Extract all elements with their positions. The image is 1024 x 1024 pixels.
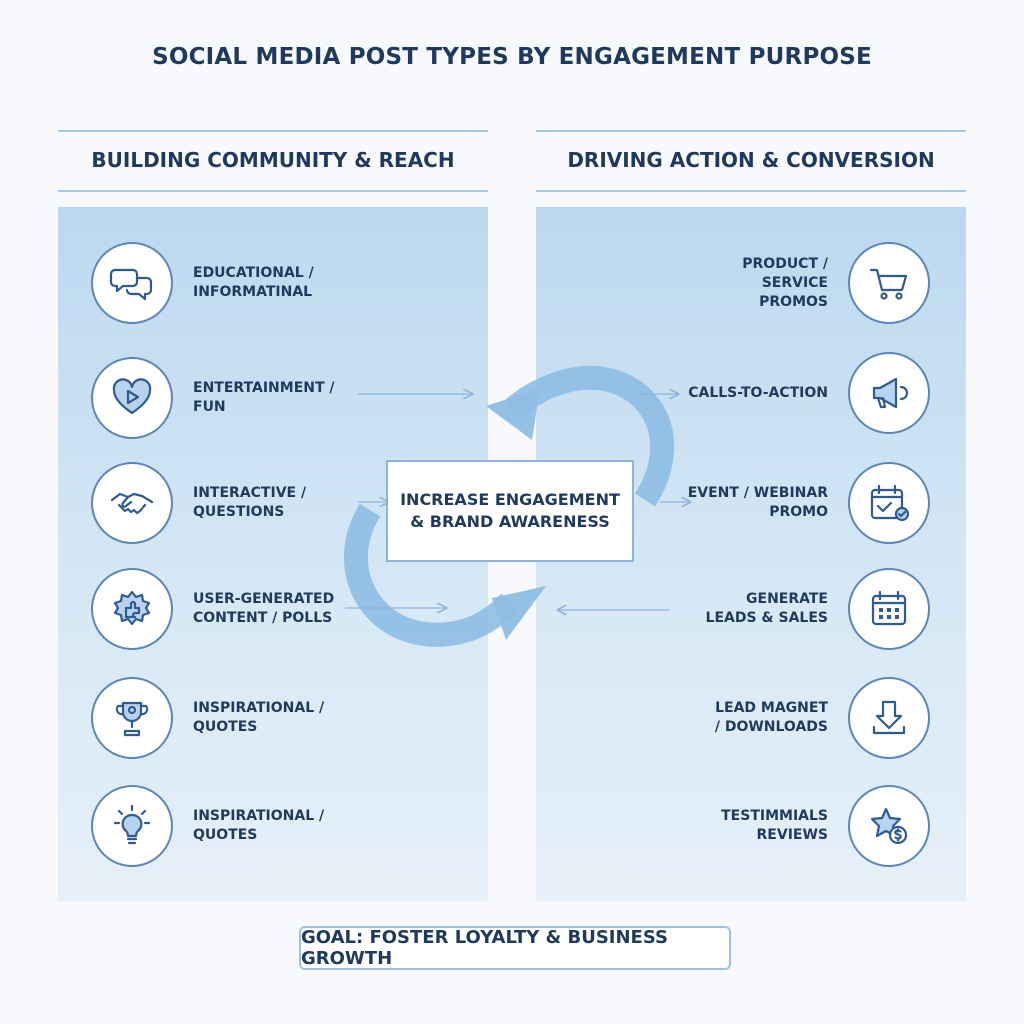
item-label-line2: PROMOS: [759, 293, 828, 310]
right-item-product-promos: PRODUCT / SERVICE PROMOS: [678, 242, 930, 324]
lightbulb-icon: [91, 785, 173, 867]
item-label-line1: EVENT / WEBINAR: [687, 485, 828, 501]
calendar-grid-icon: [848, 568, 930, 650]
right-item-lead-magnet: LEAD MAGNET / DOWNLOADS: [678, 677, 930, 759]
item-label-line1: EDUCATIONAL /: [193, 265, 314, 281]
right-item-generate-leads: GENERATE LEADS & SALES: [678, 568, 930, 650]
center-line1: INCREASE ENGAGEMENT: [400, 490, 620, 509]
left-item-interactive: INTERACTIVE / QUESTIONS: [91, 462, 343, 544]
center-goal-box: INCREASE ENGAGEMENT & BRAND AWARENESS: [386, 460, 634, 562]
shopping-cart-icon: [848, 242, 930, 324]
item-label-line1: PRODUCT / SERVICE: [742, 255, 828, 291]
left-header-bottom-rule: [58, 190, 488, 192]
puzzle-badge-icon: [91, 568, 173, 650]
item-label-line2: QUOTES: [193, 827, 258, 843]
right-header-top-rule: [536, 130, 966, 132]
item-label-line1: TESTIMMIALS: [721, 808, 828, 824]
item-label-line2: LEADS & SALES: [705, 610, 828, 626]
left-item-inspirational-1: INSPIRATIONAL / QUOTES: [91, 677, 343, 759]
handshake-icon: [91, 462, 173, 544]
right-item-event-webinar: EVENT / WEBINAR PROMO: [678, 462, 930, 544]
item-label-line1: ENTERTAINMENT /: [193, 380, 335, 396]
right-column-heading: DRIVING ACTION & CONVERSION: [567, 148, 935, 172]
trophy-icon: [91, 677, 173, 759]
item-label-line2: / DOWNLOADS: [714, 719, 828, 735]
item-label-line2: PROMO: [769, 504, 828, 520]
cycle-arrowhead-bottom: [492, 586, 546, 640]
item-label-line2: QUESTIONS: [193, 504, 285, 520]
right-item-calls-to-action: CALLS-TO-ACTION: [678, 352, 930, 434]
cycle-arrowhead-top: [486, 388, 540, 440]
item-label-line1: LEAD MAGNET: [715, 700, 828, 716]
diagram-title: SOCIAL MEDIA POST TYPES BY ENGAGEMENT PU…: [152, 44, 872, 70]
left-header-top-rule: [58, 130, 488, 132]
speech-bubbles-icon: [91, 242, 173, 324]
left-item-entertainment: ENTERTAINMENT / FUN: [91, 357, 343, 439]
cycle-arrow-bottom: [343, 503, 519, 647]
item-label-line2: REVIEWS: [756, 827, 828, 843]
item-label-line2: CONTENT / POLLS: [193, 610, 333, 626]
left-item-educational: EDUCATIONAL / INFORMATINAL: [91, 242, 343, 324]
right-header-bottom-rule: [536, 190, 966, 192]
goal-banner: GOAL: FOSTER LOYALTY & BUSINESS GROWTH: [299, 926, 731, 970]
left-item-user-generated: USER-GENERATED CONTENT / POLLS: [91, 568, 343, 650]
item-label-line2: INFORMATINAL: [193, 284, 313, 300]
download-icon: [848, 677, 930, 759]
left-item-inspirational-2: INSPIRATIONAL / QUOTES: [91, 785, 343, 867]
calendar-check-icon: [848, 462, 930, 544]
right-item-testimonials: TESTIMMIALS REVIEWS: [678, 785, 930, 867]
item-label-line1: INTERACTIVE /: [193, 485, 307, 501]
star-dollar-icon: [848, 785, 930, 867]
item-label-line1: GENERATE: [746, 591, 828, 607]
item-label-line1: USER-GENERATED: [193, 591, 335, 607]
megaphone-icon: [848, 352, 930, 434]
item-label-line2: FUN: [193, 399, 226, 415]
item-label-line1: INSPIRATIONAL /: [193, 700, 325, 716]
item-label-line1: CALLS-TO-ACTION: [688, 384, 828, 401]
item-label-line1: INSPIRATIONAL /: [193, 808, 325, 824]
center-line2: & BRAND AWARENESS: [410, 512, 610, 531]
heart-play-icon: [91, 357, 173, 439]
item-label-line2: QUOTES: [193, 719, 258, 735]
left-column-heading: BUILDING COMMUNITY & REACH: [91, 148, 455, 172]
